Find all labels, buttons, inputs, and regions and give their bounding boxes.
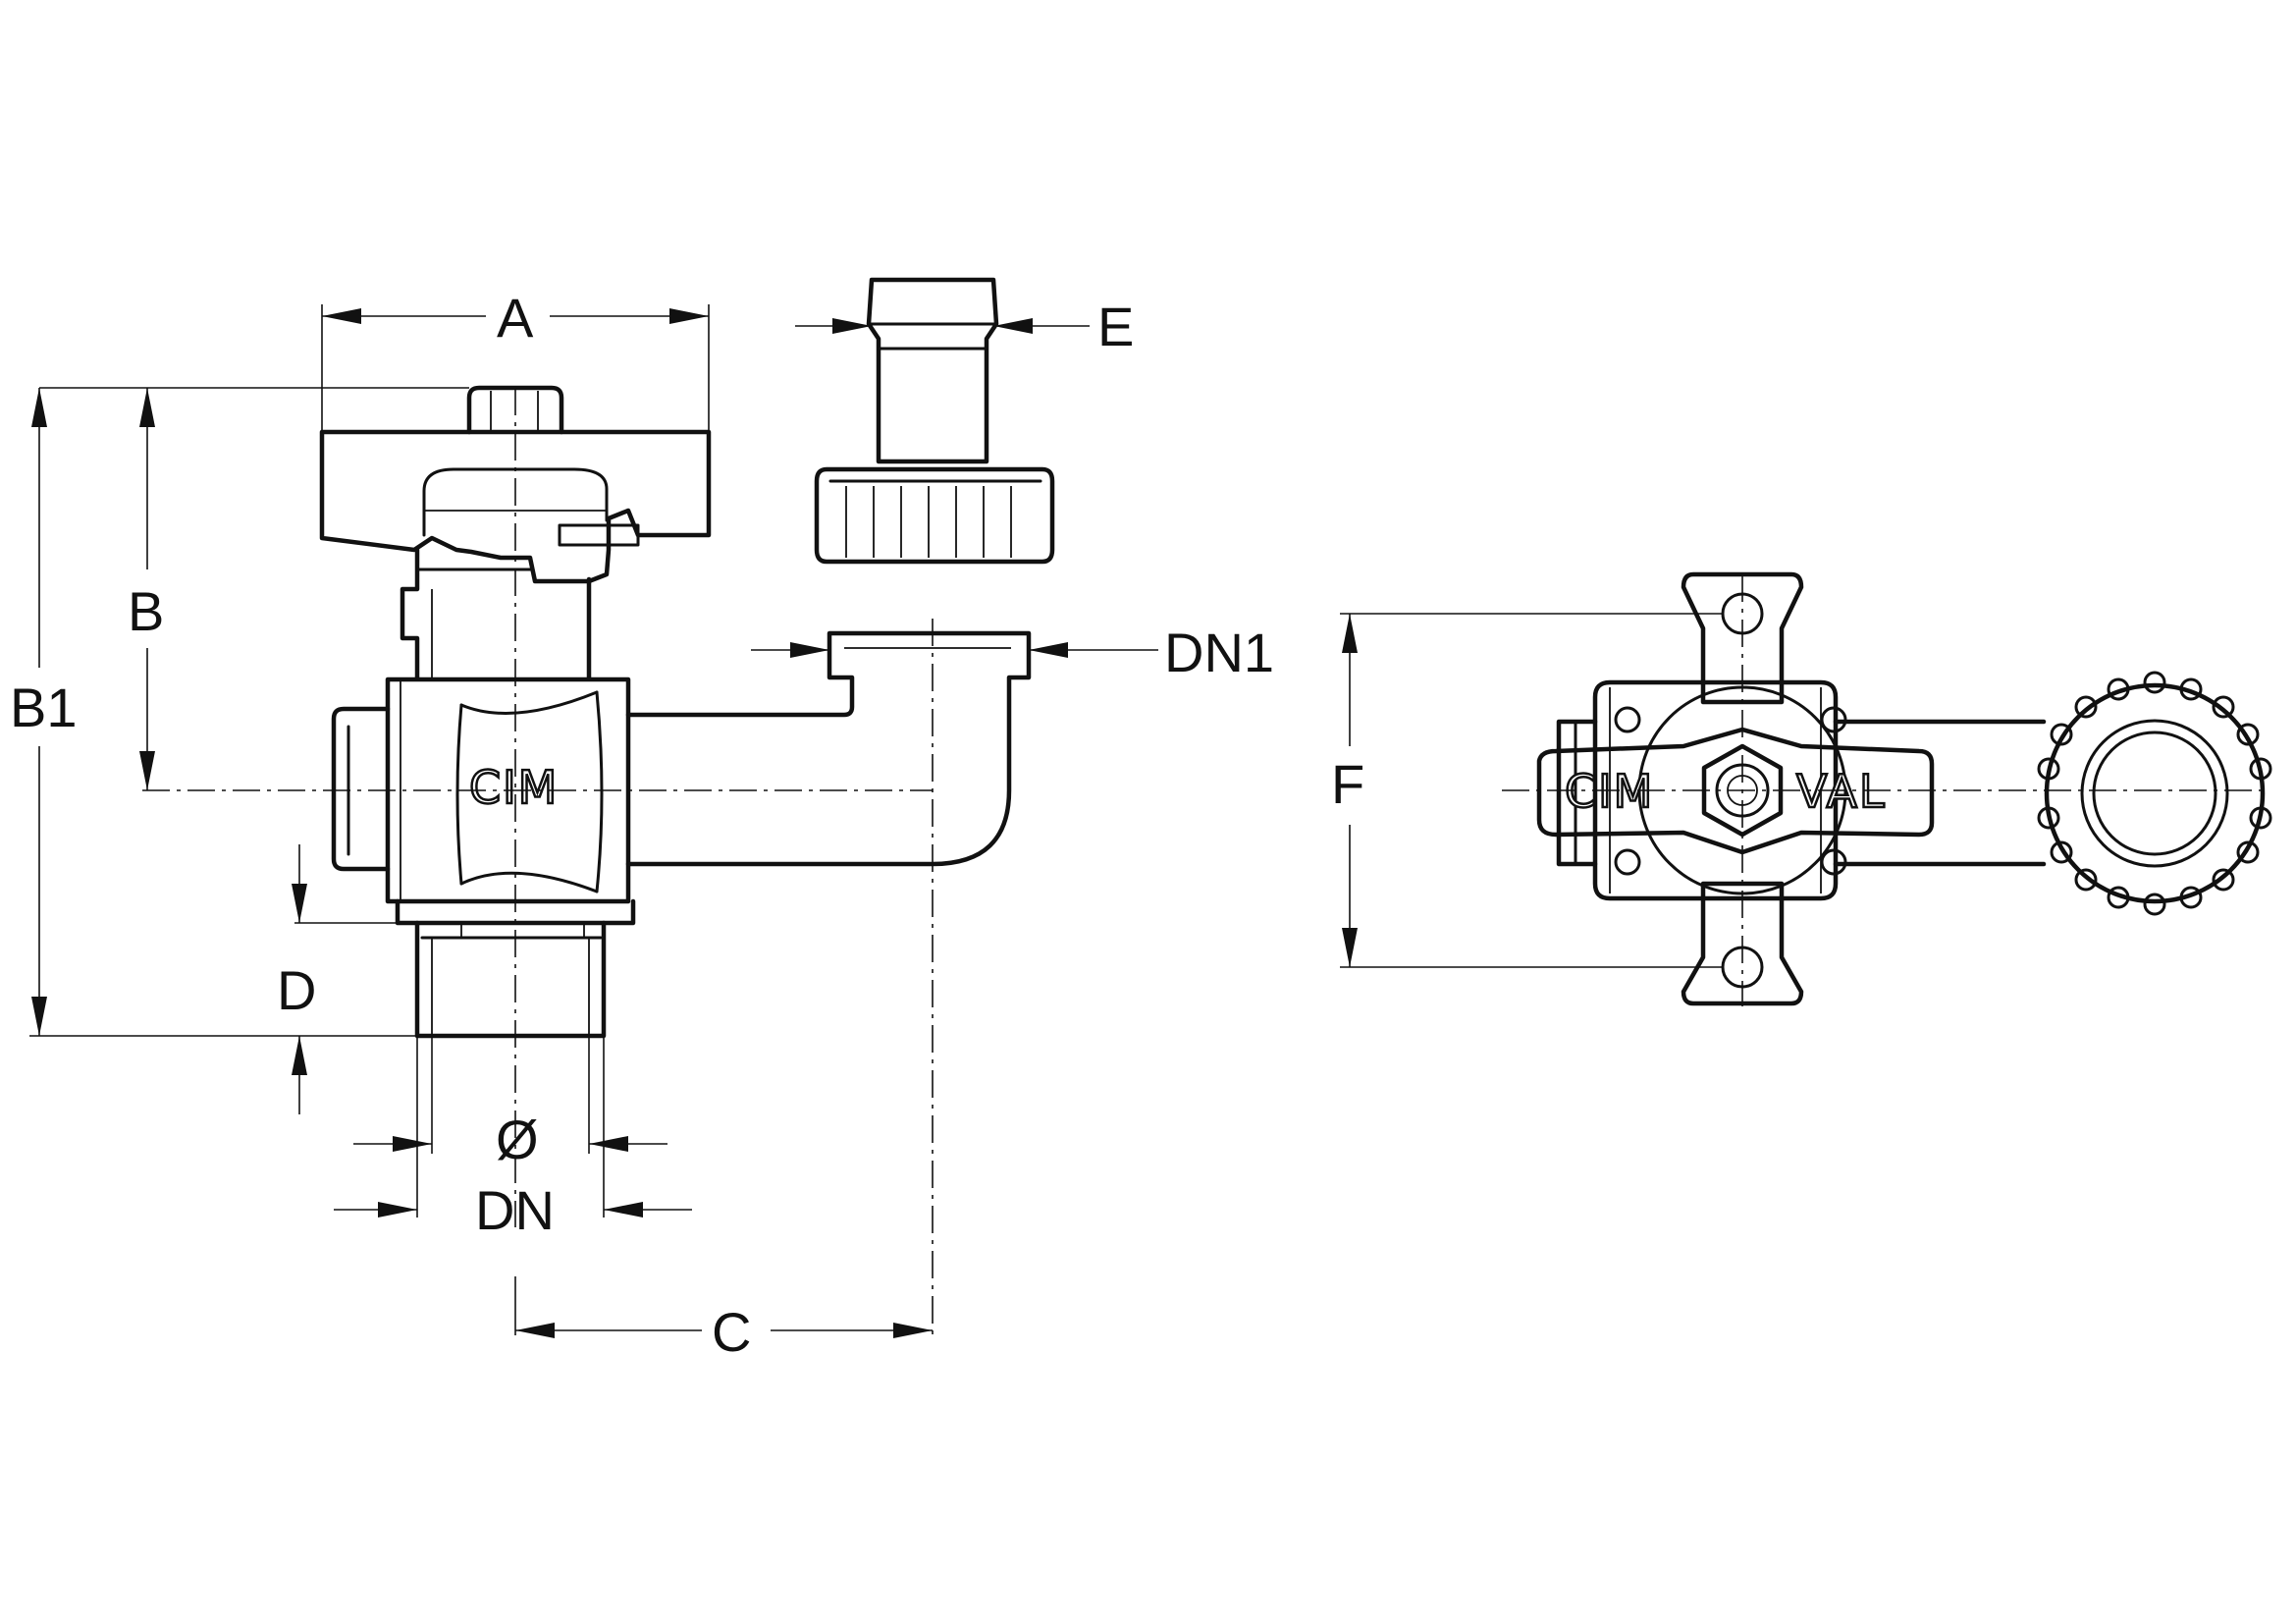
handle-stop-tab [558, 523, 640, 547]
hose-tail [866, 277, 999, 464]
dim-label-b: B [128, 580, 164, 642]
dim-label-c: C [712, 1301, 751, 1363]
top-body [1592, 679, 1839, 901]
dimensions-front: A B B1 D Ø DN [10, 287, 1274, 1363]
dim-label-dn: DN [475, 1179, 555, 1241]
dim-label-dn1: DN1 [1164, 622, 1274, 683]
corner-screw [1614, 706, 1641, 733]
mounting-plate [1681, 571, 1804, 705]
handle-text-left: CIM [1565, 765, 1654, 818]
elbow-pipe [625, 630, 1032, 867]
top-view: CIM VAL [1331, 571, 2272, 1006]
stem-neck [400, 547, 592, 680]
dim-label-diameter: Ø [496, 1109, 539, 1170]
front-view: CIM [142, 277, 1055, 1335]
valve-body [385, 677, 631, 904]
dim-label-e: E [1097, 296, 1134, 357]
dim-label-d: D [277, 959, 316, 1021]
union-nut [814, 466, 1055, 565]
threaded-nipple [414, 920, 607, 1039]
union-nut-knurl [845, 486, 1012, 558]
handle-text-right: VAL [1796, 765, 1887, 818]
dim-label-a: A [497, 287, 534, 349]
dim-label-f: F [1331, 753, 1364, 815]
lever-handle [1536, 727, 1935, 855]
round-union-knurled [2037, 671, 2272, 916]
dim-label-b1: B1 [10, 677, 78, 738]
t-handle [319, 429, 712, 584]
left-side-cap [331, 706, 391, 872]
body-logo-text: CIM [469, 761, 559, 814]
